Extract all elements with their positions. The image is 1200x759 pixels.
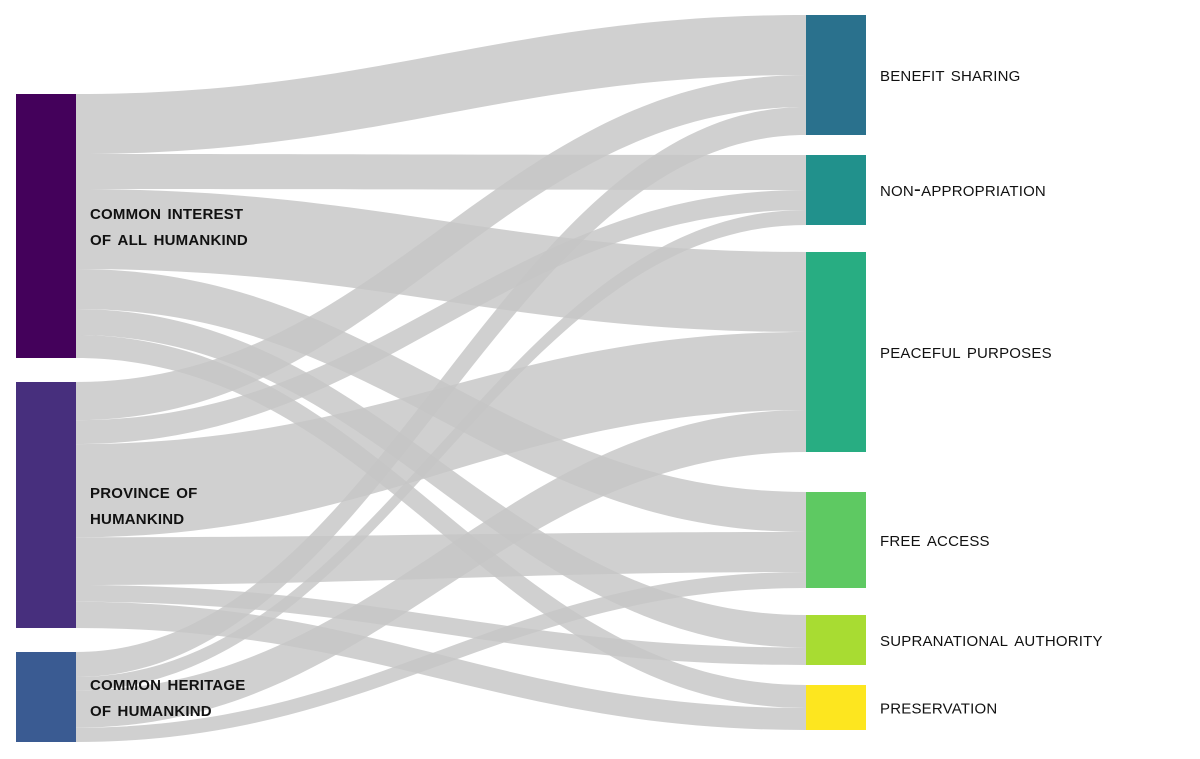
sankey-node-non-appropriation[interactable] [806,155,866,225]
sankey-link-common-interest-to-preservation [76,335,806,708]
sankey-link-province-to-preservation [76,601,806,730]
sankey-node-common-heritage[interactable] [16,652,76,742]
sankey-label-free-access: Free access [880,528,990,551]
sankey-label-line: Common heritage [90,670,246,695]
sankey-label-line: of all humankind [90,225,248,250]
sankey-label-preservation: Preservation [880,695,997,718]
sankey-node-preservation[interactable] [806,685,866,730]
sankey-node-free-access[interactable] [806,492,866,588]
sankey-link-common-heritage-to-free-access [76,572,806,742]
sankey-label-line: Supranational authority [880,628,1103,651]
sankey-link-common-heritage-to-non-appropriation [76,210,806,691]
sankey-link-common-interest-to-benefit-sharing [76,15,806,154]
sankey-node-common-interest[interactable] [16,94,76,358]
sankey-link-province-to-benefit-sharing [76,75,806,421]
sankey-label-line: Benefit sharing [880,63,1021,86]
sankey-link-common-heritage-to-peaceful-purposes [76,410,806,728]
sankey-label-line: Common interest [90,199,243,224]
sankey-link-common-heritage-to-benefit-sharing [76,107,806,677]
sankey-label-line: Peaceful purposes [880,340,1052,363]
sankey-node-benefit-sharing[interactable] [806,15,866,135]
sankey-label-supranational-authority: Supranational authority [880,628,1103,651]
sankey-label-line: Province of [90,478,198,503]
sankey-node-province[interactable] [16,382,76,628]
sankey-node-peaceful-purposes[interactable] [806,252,866,452]
sankey-link-province-to-non-appropriation [76,190,806,445]
sankey-links [76,15,806,742]
sankey-label-line: Preservation [880,695,997,718]
sankey-label-line: humankind [90,504,184,529]
sankey-label-line: of humankind [90,696,212,721]
sankey-label-line: Free access [880,528,990,551]
sankey-label-peaceful-purposes: Peaceful purposes [880,340,1052,363]
sankey-label-non-appropriation: Non-appropriation [880,178,1046,201]
sankey-label-benefit-sharing: Benefit sharing [880,63,1021,86]
sankey-label-line: Non-appropriation [880,178,1046,201]
sankey-link-common-interest-to-supranational-authority [76,309,806,648]
sankey-nodes [16,15,866,742]
sankey-link-province-to-peaceful-purposes [76,332,806,538]
sankey-node-supranational-authority[interactable] [806,615,866,665]
